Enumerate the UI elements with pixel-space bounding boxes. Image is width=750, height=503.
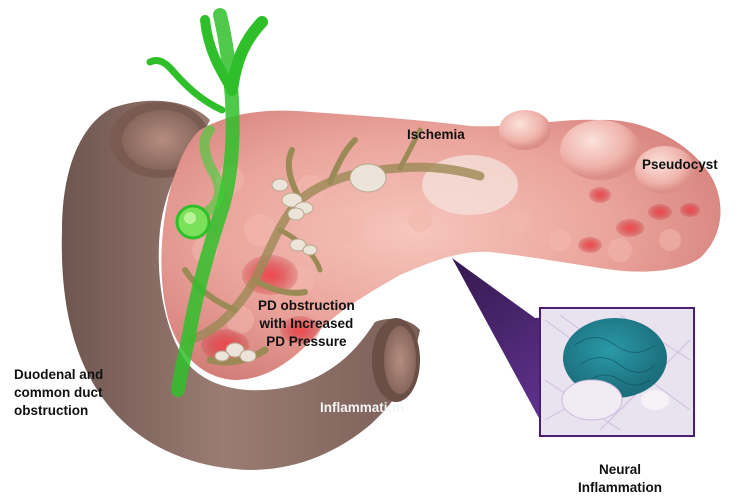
label-ischemia: Ischemia	[407, 127, 465, 142]
pd-obstruction-line-2: with Increased	[258, 315, 355, 333]
neural-line-2: Inflammation	[578, 479, 662, 497]
label-duodenal-obstruction: Duodenal and common duct obstruction	[14, 366, 103, 420]
pd-obstruction-line-1: PD obstruction	[258, 297, 355, 315]
neural-histology-inset	[540, 308, 694, 436]
duodenal-line-2: common duct	[14, 384, 103, 402]
label-neural-inflammation: Neural Inflammation	[578, 461, 662, 497]
label-pseudocyst: Pseudocyst	[642, 157, 718, 172]
label-inflammation: Inflammation	[320, 400, 404, 415]
pd-obstruction-line-3: PD Pressure	[258, 333, 355, 351]
duodenal-line-3: obstruction	[14, 402, 103, 420]
neural-line-1: Neural	[578, 461, 662, 479]
duodenal-line-1: Duodenal and	[14, 366, 103, 384]
label-pd-obstruction: PD obstruction with Increased PD Pressur…	[258, 297, 355, 351]
